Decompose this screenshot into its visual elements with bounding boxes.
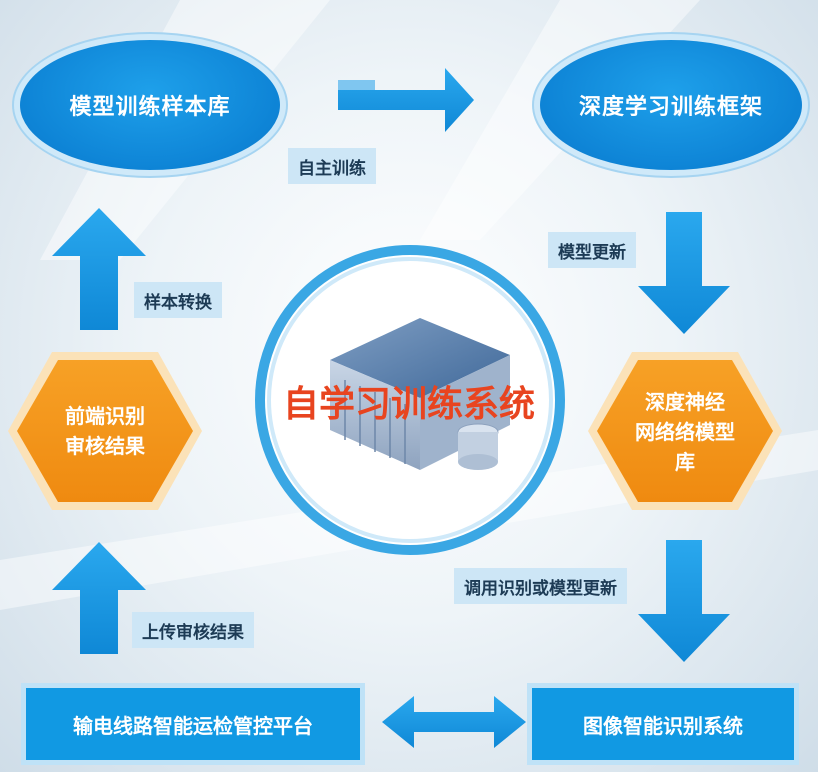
node-dl-framework-label: 深度学习训练框架 [578, 95, 763, 120]
arrow-up-upload [52, 542, 146, 654]
arrow-down-model-update [638, 212, 730, 334]
node-frontend-review-line2: 审核结果 [65, 434, 145, 458]
node-dl-framework: 深度学习训练框架 [540, 40, 802, 170]
edge-label-upload-review: 上传审核结果 [132, 612, 254, 648]
arrow-down-call [638, 540, 730, 662]
edge-label-self-training-text: 自主训练 [298, 158, 366, 179]
edge-label-sample-conversion-text: 样本转换 [144, 292, 212, 313]
node-image-recognition-label: 图像智能识别系统 [583, 713, 743, 738]
node-dnn-library-line2: 网络络模型 [635, 420, 735, 444]
edge-label-call-or-update: 调用识别或模型更新 [454, 568, 627, 604]
hexagon-left-inner [17, 360, 193, 502]
node-sample-library: 模型训练样本库 [20, 40, 280, 170]
arrow-top-double [338, 68, 474, 132]
node-dnn-library-line1: 深度神经 [645, 390, 725, 414]
server-illustration [330, 318, 510, 470]
node-platform-label: 输电线路智能运检管控平台 [73, 713, 313, 738]
edge-label-sample-conversion: 样本转换 [134, 282, 222, 318]
edge-label-model-update-text: 模型更新 [558, 242, 626, 263]
arrow-up-sample [52, 208, 146, 330]
edge-label-upload-review-text: 上传审核结果 [142, 622, 244, 643]
edge-label-self-training: 自主训练 [288, 148, 376, 184]
node-image-recognition: 图像智能识别系统 [532, 688, 794, 760]
node-sample-library-label: 模型训练样本库 [69, 95, 231, 120]
node-frontend-review: 前端识别 审核结果 [40, 385, 170, 477]
node-frontend-review-line1: 前端识别 [65, 404, 145, 428]
center-title: 自学习训练系统 [282, 384, 535, 425]
edge-label-model-update: 模型更新 [548, 232, 636, 268]
node-dnn-library: 深度神经 网络络模型 库 [612, 372, 758, 492]
hexagon-right-inner [597, 360, 773, 502]
arrow-bottom-double [382, 696, 526, 748]
node-dnn-library-line3: 库 [675, 450, 695, 474]
node-platform: 输电线路智能运检管控平台 [26, 688, 360, 760]
edge-label-call-or-update-text: 调用识别或模型更新 [464, 578, 617, 599]
